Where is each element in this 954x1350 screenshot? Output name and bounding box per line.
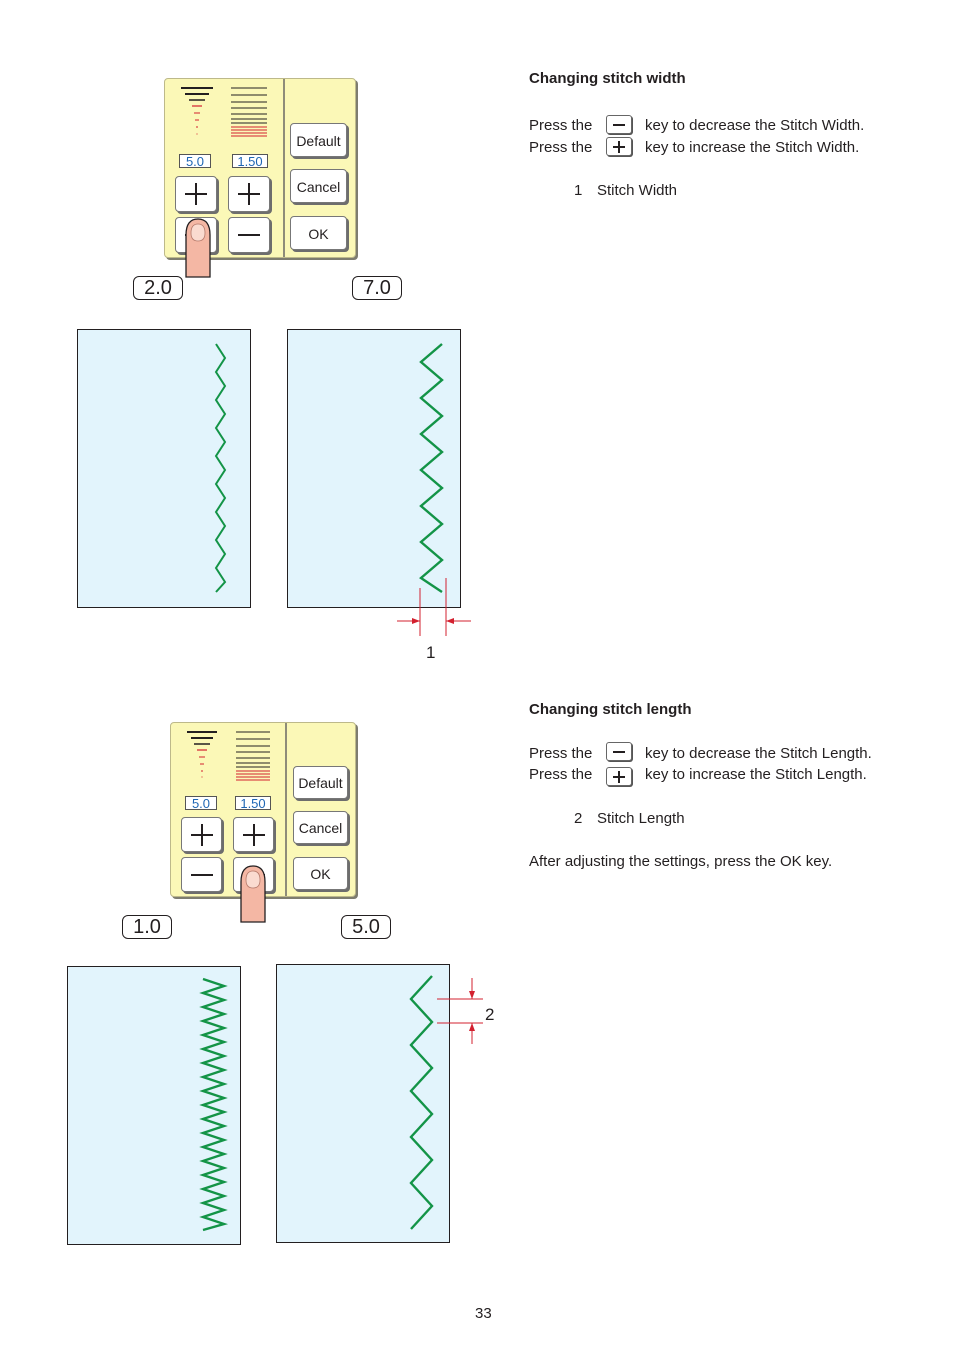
press-the-label: Press the xyxy=(529,139,593,156)
legend-number-2: 2 xyxy=(574,810,583,827)
default-button[interactable]: Default xyxy=(290,123,347,157)
zigzag-stitch xyxy=(199,977,229,1232)
fabric-long-length xyxy=(276,964,450,1243)
zigzag-stitch xyxy=(409,975,434,1230)
plus-key-inline xyxy=(606,767,632,786)
cancel-button[interactable]: Cancel xyxy=(293,811,348,844)
plus-key-inline xyxy=(606,137,632,156)
callout-2: 2 xyxy=(485,1005,495,1024)
length-plus-key[interactable] xyxy=(233,817,274,852)
decrease-length-text: key to decrease the Stitch Length. xyxy=(645,745,872,762)
width-minus-key[interactable] xyxy=(181,857,222,892)
press-the-label: Press the xyxy=(529,766,593,783)
press-the-label: Press the xyxy=(529,745,593,762)
stitch-length-value: 1.50 xyxy=(232,154,268,169)
stitch-width-dimension xyxy=(397,578,471,636)
finger-icon xyxy=(185,218,211,278)
stitch-width-value: 5.0 xyxy=(179,154,211,169)
width-plus-key[interactable] xyxy=(181,817,222,852)
legend-number-1: 1 xyxy=(574,182,583,199)
stitch-length-dimension xyxy=(437,978,483,1044)
width-plus-key[interactable] xyxy=(175,176,217,212)
callout-1: 1 xyxy=(426,643,436,662)
heading-stitch-length: Changing stitch length xyxy=(529,701,692,718)
legend-stitch-length: Stitch Length xyxy=(597,810,685,827)
fabric-wide-width xyxy=(287,329,461,608)
page-number: 33 xyxy=(475,1305,492,1322)
zigzag-stitch xyxy=(419,343,444,593)
minus-key-inline xyxy=(606,115,632,134)
stitch-width-icon xyxy=(187,731,217,778)
stitch-width-value: 5.0 xyxy=(185,796,217,811)
ok-button[interactable]: OK xyxy=(293,857,348,890)
decrease-width-text: key to decrease the Stitch Width. xyxy=(645,117,865,134)
minus-icon xyxy=(613,750,625,753)
stitch-width-icon xyxy=(181,87,213,135)
after-adjusting-text: After adjusting the settings, press the … xyxy=(529,853,833,870)
press-the-label: Press the xyxy=(529,117,593,134)
heading-stitch-width: Changing stitch width xyxy=(529,70,686,87)
width-example-left-label: 2.0 xyxy=(133,276,183,300)
length-minus-key[interactable] xyxy=(228,217,270,253)
stitch-length-value: 1.50 xyxy=(235,796,271,811)
width-example-right-label: 7.0 xyxy=(352,276,402,300)
panel-divider xyxy=(283,79,285,257)
panel-divider xyxy=(285,723,287,896)
fabric-short-length xyxy=(67,966,241,1245)
cancel-button[interactable]: Cancel xyxy=(290,169,347,203)
legend-stitch-width: Stitch Width xyxy=(597,182,678,199)
length-example-left-label: 1.0 xyxy=(122,915,172,939)
finger-icon xyxy=(240,865,266,923)
stitch-length-icon xyxy=(236,731,270,781)
stitch-length-icon xyxy=(231,87,267,137)
length-plus-key[interactable] xyxy=(228,176,270,212)
ok-button[interactable]: OK xyxy=(290,216,347,250)
fabric-narrow-width xyxy=(77,329,251,608)
increase-length-text: key to increase the Stitch Length. xyxy=(645,766,867,783)
minus-icon xyxy=(238,234,260,236)
minus-key-inline xyxy=(606,742,632,761)
default-button[interactable]: Default xyxy=(293,766,348,799)
length-example-right-label: 5.0 xyxy=(341,915,391,939)
increase-width-text: key to increase the Stitch Width. xyxy=(645,139,860,156)
stitch-control-panel-length: 5.0 1.50 Default Cancel OK xyxy=(170,722,356,897)
zigzag-stitch xyxy=(214,343,227,593)
minus-icon xyxy=(190,873,213,876)
minus-icon xyxy=(613,123,625,126)
